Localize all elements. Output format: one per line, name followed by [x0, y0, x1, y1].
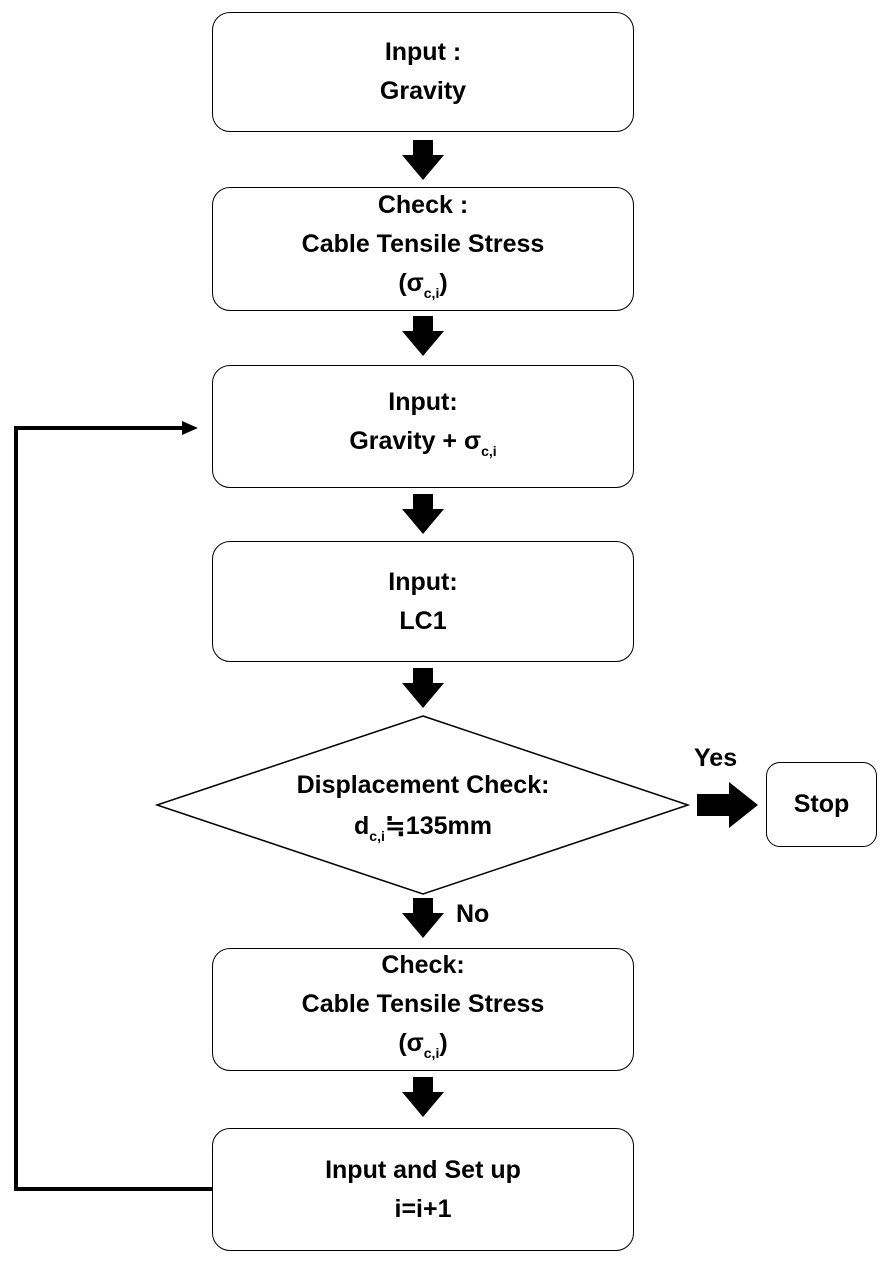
input-gravity-sigma-box: Input: Gravity + σc,i	[212, 365, 634, 488]
decision-condition: dc,i≒135mm	[354, 812, 492, 844]
box-heading: Input:	[388, 387, 458, 416]
stop-label: Stop	[793, 790, 850, 818]
box-text: i=i+1	[394, 1194, 452, 1223]
arrow-down-2	[402, 316, 444, 356]
box-heading: Check :	[377, 190, 469, 219]
arrow-down-6	[402, 1077, 444, 1117]
input-lc1-box: Input: LC1	[212, 541, 634, 662]
arrow-down-4	[402, 668, 444, 708]
arrow-down-1	[402, 140, 444, 180]
check-cable-stress-box: Check : Cable Tensile Stress (σc,i)	[212, 187, 634, 311]
stress-symbol: (σc,i)	[398, 268, 448, 301]
yes-label: Yes	[694, 744, 738, 772]
box-heading: Input and Set up	[325, 1155, 521, 1184]
box-text: LC1	[399, 606, 447, 635]
stop-box: Stop	[766, 762, 877, 847]
no-label: No	[456, 900, 490, 928]
arrow-down-3	[402, 494, 444, 534]
box-heading: Input:	[388, 567, 458, 596]
feedback-loop-line	[14, 426, 212, 1191]
stress-symbol: (σc,i)	[398, 1029, 448, 1061]
arrow-right-yes	[697, 782, 758, 828]
box-heading: Input :	[384, 38, 462, 66]
box-heading: Check:	[381, 951, 465, 979]
box-text: Cable Tensile Stress	[301, 229, 545, 258]
box-text: Gravity	[379, 77, 467, 105]
check-cable-stress-box-2: Check: Cable Tensile Stress (σc,i)	[212, 948, 634, 1071]
feedback-loop-arrowhead	[182, 421, 198, 435]
box-text: Cable Tensile Stress	[301, 990, 545, 1018]
displacement-check-text: Displacement Check: dc,i≒135mm	[230, 765, 616, 857]
decision-diamond	[154, 715, 691, 895]
box-text: Gravity + σc,i	[349, 426, 497, 459]
decision-heading: Displacement Check:	[296, 771, 550, 799]
input-setup-box: Input and Set up i=i+1	[212, 1128, 634, 1251]
input-gravity-box: Input : Gravity	[212, 12, 634, 132]
arrow-down-no	[402, 898, 444, 938]
